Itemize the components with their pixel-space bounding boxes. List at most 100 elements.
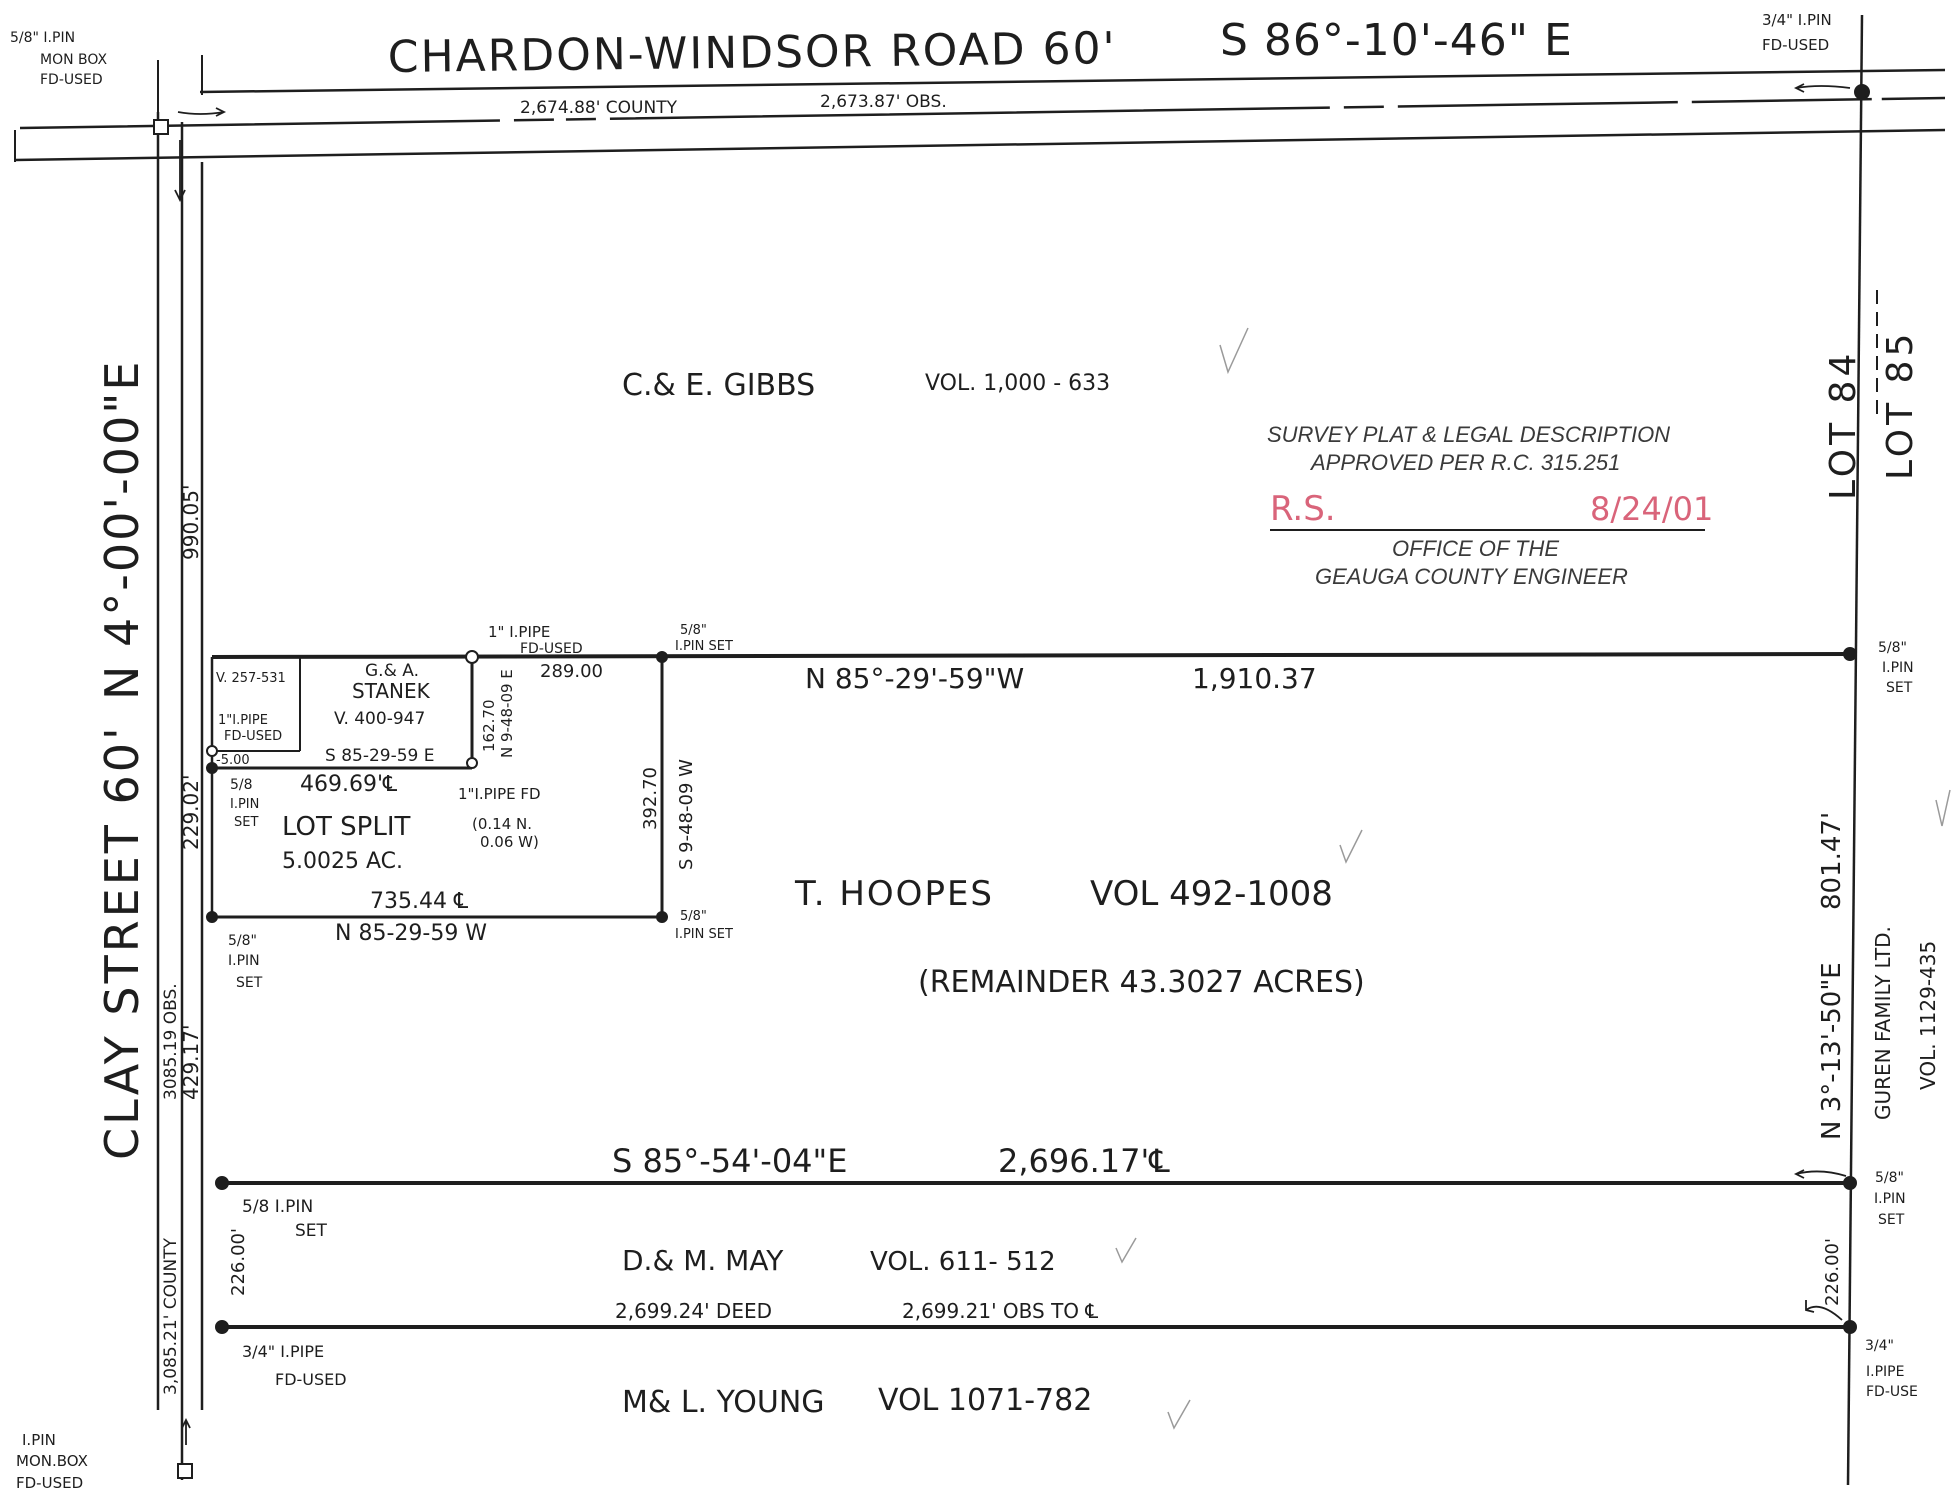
pin-1in-pipe	[465, 650, 479, 664]
pin-east-mid-2: I.PIN	[1874, 1191, 1906, 1207]
sw-monument-line-1: I.PIN	[22, 1431, 56, 1449]
arrow-nw	[177, 107, 227, 117]
pin-top-mid	[656, 651, 668, 663]
young-vol: VOL 1071-782	[878, 1383, 1092, 1418]
pin-east-top-1: 5/8"	[1878, 640, 1907, 656]
arrows	[174, 83, 1851, 1445]
pin-east-mid-1: 5/8"	[1875, 1170, 1904, 1186]
pin-bottom-left-3: SET	[236, 975, 263, 991]
hoopes-owner: T. HOOPES	[794, 874, 994, 914]
nw-monument-line-1: 5/8" I.PIN	[10, 30, 75, 46]
east-boundary-line	[1846, 14, 1864, 1486]
pipe-1in-fd-2: FD-USED	[520, 641, 583, 657]
south-boundary-dist: 2,696.17'℄	[998, 1142, 1170, 1180]
pin-set-top-2: I.PIN SET	[675, 639, 733, 654]
lot-split-dist-south: 735.44 ℄	[370, 889, 469, 914]
pin-split-se	[656, 911, 668, 923]
south-boundary-bearing: S 85°-54'-04"E	[612, 1142, 847, 1180]
gibbs-owner: C.& E. GIBBS	[622, 368, 815, 403]
may-vol: VOL. 611- 512	[870, 1247, 1056, 1277]
road-west-name: CLAY STREET 60'	[95, 724, 149, 1160]
lot-split-dist-289: 289.00	[540, 661, 603, 682]
pin-west-mid-1: 5/8 I.PIN	[242, 1197, 313, 1217]
pin-bottom-left-2: I.PIN	[228, 953, 260, 969]
arrow-sw	[181, 1417, 191, 1445]
pin-south-west	[215, 1176, 229, 1190]
pin-left-pipe	[206, 745, 218, 757]
pipe-sw-2: FD-USED	[275, 1370, 347, 1389]
arrow-nw-down	[174, 140, 186, 203]
lot-split-dist-east: 392.70	[640, 767, 661, 830]
pipe-se-1: 3/4"	[1865, 1338, 1894, 1354]
stanek-dist: 162.70	[480, 700, 498, 753]
north-boundary-bearing: N 85°-29'-59"W	[805, 662, 1024, 695]
arrow-se-south	[1793, 1169, 1847, 1179]
pipe-fd-mid: 1"I.PIPE FD	[458, 785, 541, 803]
pin-south-east	[1843, 1176, 1857, 1190]
check-marks	[1115, 327, 1951, 1430]
road-west-dist-429: 429.17'	[179, 1025, 203, 1100]
pin-east-top-2: I.PIN	[1882, 660, 1914, 676]
pin-bottom-left-1: 5/8"	[228, 933, 257, 949]
pin-sw-corner-3: SET	[234, 815, 258, 830]
road-north-top-line	[199, 68, 1946, 94]
stanek-owner-1: G.& A.	[365, 661, 419, 681]
may-south-deed: 2,699.24' DEED	[615, 1299, 772, 1323]
pin-sw-corner-2: I.PIN	[230, 797, 259, 812]
east-boundary-dist: 801.47'	[1817, 812, 1847, 910]
may-west-dist: 226.00'	[228, 1228, 249, 1296]
road-lines	[14, 14, 1946, 1486]
pipe-left-1: 1"I.PIPE	[218, 713, 268, 728]
east-boundary-bearing: N 3°-13'-50"E	[1817, 962, 1847, 1140]
sw-monument-line-3: FD-USED	[16, 1474, 83, 1492]
road-west-dist-obs: 3085.19 OBS.	[161, 983, 181, 1100]
pin-sw-corner-1: 5/8	[230, 777, 253, 793]
road-north-bearing: S 86°-10'-46" E	[1220, 15, 1573, 66]
pin-east-top	[1843, 647, 1857, 661]
lot-split-offset: -5.00	[216, 753, 250, 768]
ne-monument-line-2: FD-USED	[1762, 36, 1829, 54]
nw-monument-line-2: MON BOX	[40, 52, 108, 68]
road-west-dist-229: 229.02'	[179, 775, 203, 850]
may-south-obs: 2,699.21' OBS TO ℄	[902, 1299, 1098, 1323]
lot-split-label: LOT SPLIT	[282, 812, 411, 842]
stanek-ref: V. 257-531	[216, 671, 286, 686]
arrow-se-may	[1805, 1300, 1843, 1321]
pin-set-top-1: 5/8"	[680, 623, 707, 638]
road-west-dist-990: 990.05'	[179, 485, 203, 560]
pin-may-west	[215, 1320, 229, 1334]
pipe-1in-fd-1: 1" I.PIPE	[488, 623, 550, 641]
pin-bottom-mid-1: 5/8"	[680, 909, 707, 924]
lot-84-label: LOT 84	[1823, 350, 1864, 500]
road-north-centerline	[19, 96, 1946, 130]
hoopes-remainder: (REMAINDER 43.3027 ACRES)	[918, 965, 1365, 1000]
stanek-south-bearing: S 85-29-59 E	[325, 746, 435, 766]
lot-85-label: LOT 85	[1880, 330, 1921, 480]
stanek-bearing: N 9-48-09 E	[498, 669, 516, 758]
pin-bottom-mid-2: I.PIN SET	[675, 927, 733, 942]
may-east-dist: 226.00'	[1822, 1238, 1843, 1306]
check-3	[1115, 1237, 1137, 1264]
guren-owner: GUREN FAMILY LTD.	[1871, 926, 1895, 1120]
pipe-left-2: FD-USED	[224, 729, 282, 744]
stamp-line-2: APPROVED PER R.C. 315.251	[1309, 450, 1620, 475]
ne-pin	[1854, 84, 1870, 100]
arrow-ne	[1793, 83, 1851, 93]
road-north-county-dist: 2,674.88' COUNTY	[520, 98, 678, 118]
nw-monument-line-3: FD-USED	[40, 72, 103, 88]
ne-monument-line-1: 3/4" I.PIN	[1762, 11, 1832, 29]
pipe-se-3: FD-USE	[1866, 1384, 1918, 1400]
road-north-name: CHARDON-WINDSOR ROAD 60'	[388, 23, 1117, 83]
check-2	[1339, 829, 1363, 864]
sw-monument-line-2: MON.BOX	[16, 1452, 88, 1470]
guren-vol: VOL. 1129-435	[1916, 941, 1940, 1090]
check-5	[1935, 789, 1951, 827]
stamp-line-3: OFFICE OF THE	[1392, 536, 1559, 561]
pin-may-east	[1843, 1320, 1857, 1334]
road-north-obs-dist: 2,673.87' OBS.	[820, 92, 947, 112]
pipe-sw-1: 3/4" I.PIPE	[242, 1342, 324, 1361]
gibbs-vol: VOL. 1,000 - 633	[925, 371, 1110, 396]
road-west-bearing: N 4°-00'-00"E	[95, 360, 149, 700]
check-1	[1219, 327, 1249, 375]
stamp-line-1: SURVEY PLAT & LEGAL DESCRIPTION	[1267, 422, 1670, 447]
